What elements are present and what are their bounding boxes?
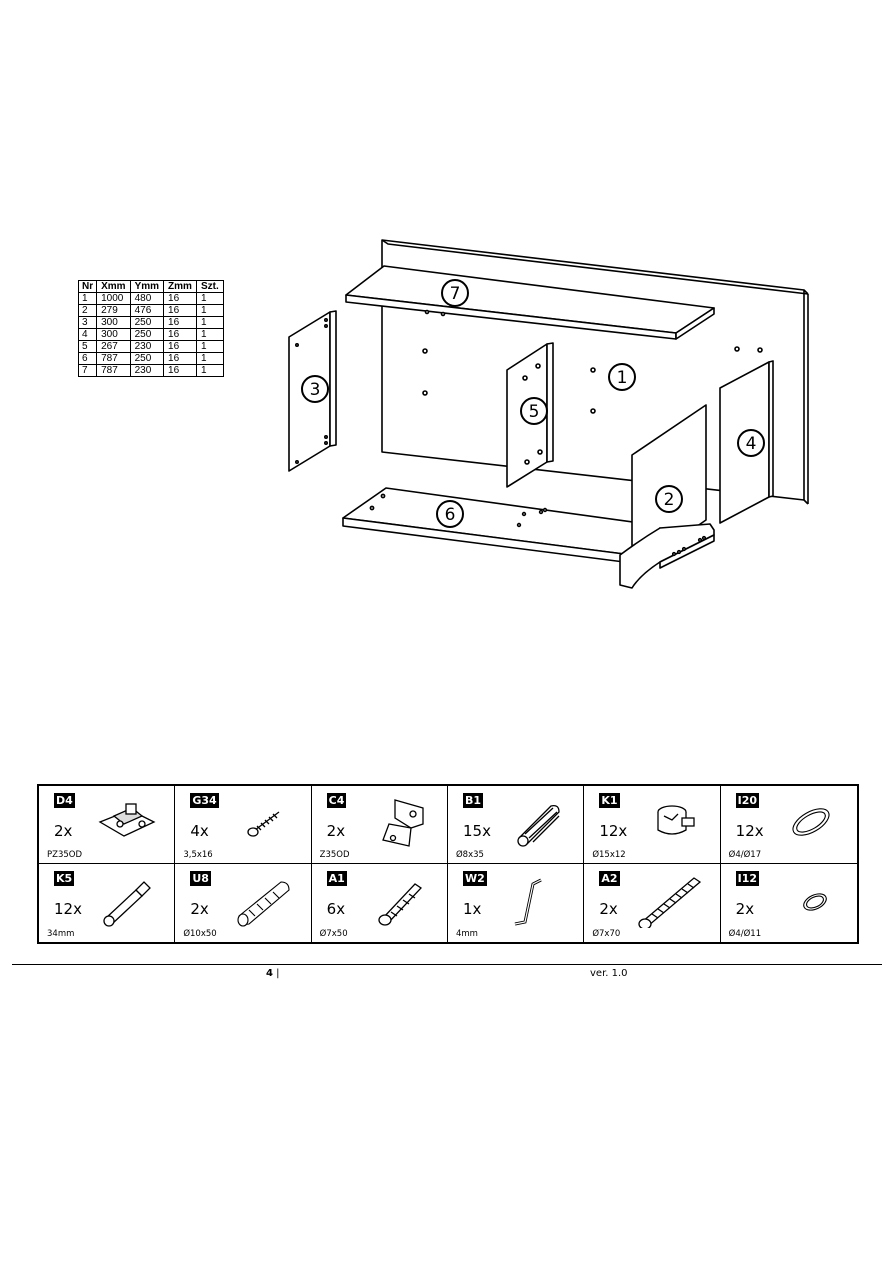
cell: 787 bbox=[96, 364, 131, 377]
part-label-3: 3 bbox=[301, 375, 329, 403]
hardware-item-i20: I20 12x Ø4/Ø17 bbox=[720, 786, 857, 864]
hardware-size: Ø4/Ø11 bbox=[728, 929, 762, 939]
cell: 16 bbox=[163, 364, 197, 377]
hardware-code: W2 bbox=[462, 871, 487, 886]
hardware-quantity: 2x bbox=[599, 900, 618, 918]
top-shelf-7 bbox=[345, 265, 715, 340]
assembly-drawing: 1 2 3 4 5 6 7 bbox=[288, 239, 809, 589]
hardware-code: I20 bbox=[735, 793, 760, 808]
hardware-code: D4 bbox=[54, 793, 75, 808]
svg-text:3: 3 bbox=[310, 380, 321, 400]
version-label: ver. 1.0 bbox=[590, 968, 628, 979]
hardware-item-a1: A1 6x Ø7x50 bbox=[312, 864, 448, 942]
hardware-quantity: 6x bbox=[326, 900, 346, 918]
svg-text:4: 4 bbox=[746, 434, 757, 454]
hardware-quantity: 12x bbox=[599, 822, 628, 840]
part-label-6: 6 bbox=[436, 500, 464, 528]
hardware-code: U8 bbox=[190, 871, 211, 886]
hardware-code: K1 bbox=[599, 793, 620, 808]
hardware-size: PZ35OD bbox=[47, 850, 83, 860]
dowel-icon bbox=[517, 804, 560, 847]
hardware-code: G34 bbox=[190, 793, 219, 808]
hardware-quantity: 12x bbox=[735, 822, 764, 840]
hardware-code: A2 bbox=[599, 871, 620, 886]
cam-lock-icon bbox=[657, 805, 695, 835]
cell: 230 bbox=[129, 364, 165, 377]
footer-divider bbox=[12, 964, 882, 965]
part-label-5: 5 bbox=[520, 397, 548, 425]
hardware-item-k1: K1 12x Ø15x12 bbox=[584, 786, 721, 864]
hardware-code: A1 bbox=[326, 871, 347, 886]
allen-key-icon bbox=[515, 878, 542, 926]
hardware-code: I12 bbox=[735, 871, 760, 886]
wall-plug-icon bbox=[237, 881, 290, 927]
cell: 250 bbox=[129, 328, 165, 341]
hinge-icon bbox=[382, 799, 424, 847]
hardware-item-w2: W2 1x 4mm bbox=[448, 864, 585, 942]
svg-text:5: 5 bbox=[529, 402, 540, 422]
hardware-item-g34: G34 4x 3,5x16 bbox=[175, 786, 312, 864]
hardware-item-a2: A2 2x Ø7x70 bbox=[584, 864, 721, 942]
cover-cap-icon bbox=[792, 808, 830, 836]
page-separator: | bbox=[272, 968, 280, 979]
hardware-code: K5 bbox=[54, 871, 75, 886]
part-label-7: 7 bbox=[441, 279, 469, 307]
hardware-quantity: 15x bbox=[462, 822, 491, 840]
part-label-1: 1 bbox=[608, 363, 636, 391]
svg-text:6: 6 bbox=[445, 505, 456, 525]
hardware-size: Ø7x50 bbox=[319, 929, 348, 939]
cell: 16 bbox=[163, 304, 197, 317]
hardware-item-u8: U8 2x Ø10x50 bbox=[175, 864, 312, 942]
cell: 1 bbox=[195, 364, 224, 377]
hardware-quantity: 2x bbox=[735, 900, 755, 918]
cam-bolt-icon bbox=[103, 881, 152, 927]
part-label-2: 2 bbox=[655, 485, 683, 513]
screw-icon bbox=[247, 811, 280, 837]
small-cap-icon bbox=[803, 893, 827, 911]
hardware-size: Ø4/Ø17 bbox=[728, 850, 762, 860]
hardware-code: B1 bbox=[462, 793, 484, 808]
hardware-code: C4 bbox=[326, 793, 347, 808]
hardware-item-c4: C4 2x Z35OD bbox=[311, 786, 448, 864]
hardware-size: 3,5x16 bbox=[183, 850, 213, 860]
hardware-quantity: 2x bbox=[190, 900, 209, 918]
hardware-quantity: 4x bbox=[190, 822, 209, 840]
cell: 16 bbox=[163, 328, 197, 341]
hardware-size: Ø10x50 bbox=[183, 929, 217, 939]
hinge-plate-icon bbox=[98, 803, 156, 837]
svg-text:7: 7 bbox=[450, 284, 461, 304]
confirmat-screw-icon bbox=[378, 883, 422, 926]
hardware-item-k5: K5 12x 34mm bbox=[39, 864, 176, 942]
hardware-size: Ø8x35 bbox=[455, 850, 484, 860]
hardware-quantity: 1x bbox=[462, 900, 482, 918]
parts-table-header: Nr Xmm Ymm Zmm Szt. bbox=[77, 280, 224, 293]
hardware-item-b1: B1 15x Ø8x35 bbox=[447, 786, 585, 864]
hardware-size: 4mm bbox=[455, 929, 478, 939]
part-label-4: 4 bbox=[737, 429, 765, 457]
hardware-size: Ø7x70 bbox=[592, 929, 621, 939]
hardware-grid: D4 2x PZ35OD G34 4x 3,5x16 C4 2x Z35OD bbox=[37, 784, 859, 944]
svg-text:1: 1 bbox=[617, 368, 628, 388]
hardware-size: Ø15x12 bbox=[592, 850, 626, 860]
hardware-quantity: 12x bbox=[54, 900, 82, 918]
hardware-size: 34mm bbox=[47, 929, 75, 939]
svg-text:2: 2 bbox=[664, 490, 675, 510]
hardware-quantity: 2x bbox=[54, 822, 73, 840]
page-number-value: 4 bbox=[266, 968, 273, 979]
hardware-quantity: 2x bbox=[326, 822, 346, 840]
page-number: 4 | bbox=[266, 968, 280, 979]
hardware-item-i12: I12 2x Ø4/Ø11 bbox=[721, 864, 857, 942]
bottom-shelf-6 bbox=[342, 487, 677, 564]
hardware-item-d4: D4 2x PZ35OD bbox=[39, 786, 176, 864]
long-screw-icon bbox=[638, 877, 701, 928]
hardware-size: Z35OD bbox=[319, 850, 350, 860]
